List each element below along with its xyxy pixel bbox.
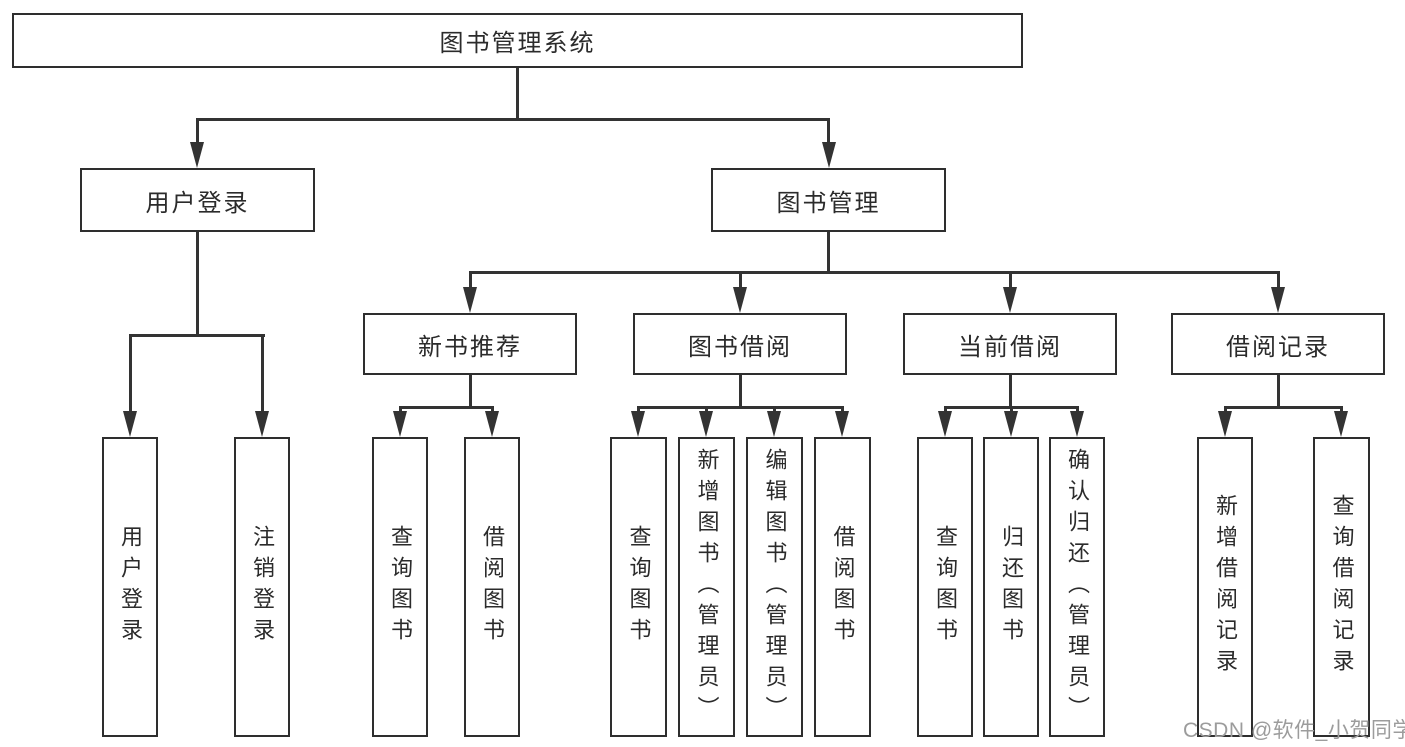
connector-line-vertical (491, 406, 494, 414)
connector-line-vertical (1277, 271, 1280, 290)
node-label-user-login: 用户登录 (145, 189, 250, 217)
connector-line-vertical (469, 375, 472, 409)
node-query-borrow-record: 查询借阅记录 (1313, 437, 1370, 737)
node-confirm-return-admin: 确认归还（管理员） (1049, 437, 1105, 737)
arrowhead-down-icon (122, 411, 137, 437)
connector-line-vertical (516, 68, 519, 120)
node-borrow-books-1: 借阅图书 (464, 437, 520, 737)
connector-line-vertical (739, 271, 742, 290)
arrowhead-down-icon (1002, 287, 1017, 313)
node-borrowing-records: 借阅记录 (1171, 313, 1385, 375)
arrowhead-down-icon (834, 411, 849, 437)
arrowhead-down-icon (189, 142, 204, 168)
node-label-add-borrow-record: 新增借阅记录 (1213, 494, 1238, 680)
connector-line-horizontal (399, 406, 494, 409)
node-add-books-admin: 新增图书（管理员） (678, 437, 735, 737)
csdn-watermark: CSDN @软件_小贺同学 (1183, 719, 1405, 742)
connector-line-vertical (637, 406, 640, 414)
connector-line-vertical (705, 406, 708, 414)
connector-line-vertical (399, 406, 402, 414)
node-user-login-leaf: 用户登录 (102, 437, 158, 737)
node-query-books-1: 查询图书 (372, 437, 428, 737)
node-borrow-books-2: 借阅图书 (814, 437, 871, 737)
connector-line-vertical (1076, 406, 1079, 414)
arrowhead-down-icon (392, 411, 407, 437)
arrowhead-down-icon (937, 411, 952, 437)
node-query-books-3: 查询图书 (917, 437, 973, 737)
arrowhead-down-icon (1333, 411, 1348, 437)
node-logout: 注销登录 (234, 437, 290, 737)
node-label-query-borrow-record: 查询借阅记录 (1329, 494, 1355, 680)
node-new-book-recommend: 新书推荐 (363, 313, 577, 375)
node-label-current-borrowing: 当前借阅 (958, 333, 1062, 361)
node-edit-books-admin: 编辑图书（管理员） (746, 437, 803, 737)
connector-line-vertical (1010, 406, 1013, 414)
connector-line-vertical (1277, 375, 1280, 409)
arrowhead-down-icon (1217, 411, 1232, 437)
connector-line-vertical (129, 334, 132, 413)
connector-line-vertical (827, 118, 830, 146)
connector-line-vertical (196, 118, 199, 146)
arrowhead-down-icon (732, 287, 747, 313)
node-label-book-management: 图书管理 (776, 189, 881, 217)
node-label-root: 图书管理系统 (439, 30, 596, 57)
arrowhead-down-icon (254, 411, 269, 437)
connector-line-vertical (841, 406, 844, 414)
node-user-login: 用户登录 (80, 168, 315, 232)
connector-line-vertical (944, 406, 947, 414)
connector-line-horizontal (637, 406, 844, 409)
arrowhead-down-icon (462, 287, 477, 313)
node-label-book-borrowing: 图书借阅 (688, 333, 792, 361)
node-query-books-2: 查询图书 (610, 437, 667, 737)
connector-line-vertical (196, 232, 199, 337)
connector-line-vertical (1009, 271, 1012, 290)
arrowhead-down-icon (1069, 411, 1084, 437)
arrowhead-down-icon (766, 411, 781, 437)
connector-line-vertical (469, 271, 472, 290)
connector-line-vertical (739, 375, 742, 409)
node-label-query-books-1: 查询图书 (388, 525, 413, 649)
connector-line-vertical (1224, 406, 1227, 414)
connector-line-vertical (261, 334, 264, 413)
node-current-borrowing: 当前借阅 (903, 313, 1117, 375)
node-label-borrow-books-2: 借阅图书 (830, 525, 856, 649)
node-label-add-books-admin: 新增图书（管理员） (694, 447, 720, 727)
node-label-confirm-return-admin: 确认归还（管理员） (1065, 447, 1090, 727)
node-label-query-books-2: 查询图书 (626, 525, 652, 649)
node-root: 图书管理系统 (12, 13, 1023, 68)
connector-line-vertical (1009, 375, 1012, 409)
connector-line-horizontal (129, 334, 265, 337)
arrowhead-down-icon (1003, 411, 1018, 437)
node-label-edit-books-admin: 编辑图书（管理员） (762, 447, 788, 727)
node-label-new-book-recommend: 新书推荐 (418, 333, 522, 361)
node-book-management: 图书管理 (711, 168, 946, 232)
connector-line-vertical (827, 232, 830, 274)
arrowhead-down-icon (821, 142, 836, 168)
node-label-borrowing-records: 借阅记录 (1226, 333, 1330, 361)
node-label-return-books: 归还图书 (999, 525, 1024, 649)
arrowhead-down-icon (1270, 287, 1285, 313)
arrowhead-down-icon (630, 411, 645, 437)
connector-line-horizontal (469, 271, 1279, 274)
node-book-borrowing: 图书借阅 (633, 313, 847, 375)
arrowhead-down-icon (698, 411, 713, 437)
connector-line-horizontal (1224, 406, 1342, 409)
node-label-query-books-3: 查询图书 (933, 525, 958, 649)
arrowhead-down-icon (484, 411, 499, 437)
connector-line-vertical (1340, 406, 1343, 414)
connector-line-vertical (773, 406, 776, 414)
node-add-borrow-record: 新增借阅记录 (1197, 437, 1253, 737)
connector-line-horizontal (196, 118, 830, 121)
node-return-books: 归还图书 (983, 437, 1039, 737)
node-label-borrow-books-1: 借阅图书 (480, 525, 505, 649)
node-label-user-login-leaf: 用户登录 (118, 525, 143, 649)
node-label-logout: 注销登录 (250, 525, 275, 649)
